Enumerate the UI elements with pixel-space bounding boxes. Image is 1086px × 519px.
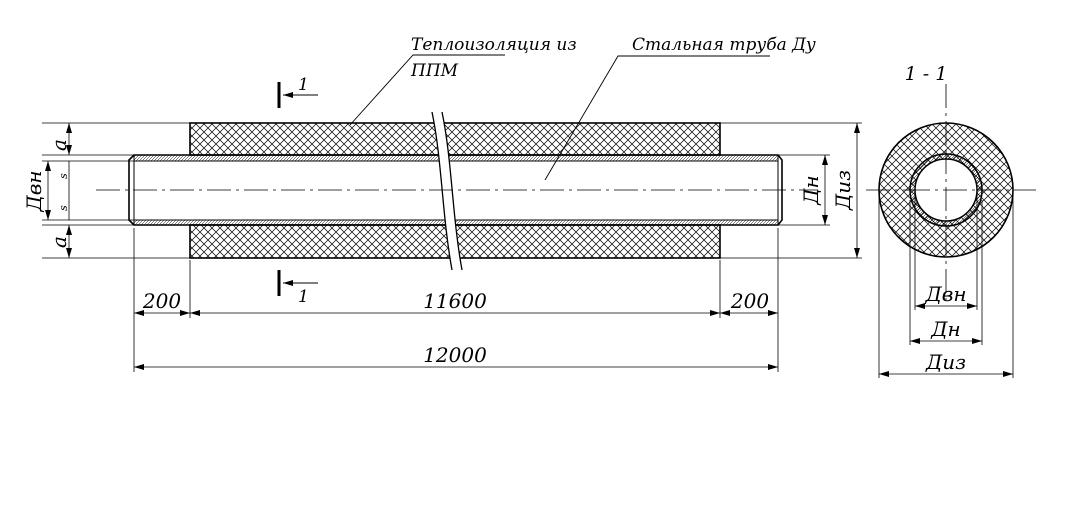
pipe-wall-top <box>133 154 779 162</box>
dim-s-bottom: s <box>57 205 70 211</box>
section-dim-d-inner: Двн <box>924 282 966 306</box>
dim-d-outer: Дн <box>799 175 823 205</box>
section-mark-top: 1 <box>298 75 309 95</box>
dim-d-inner: Двн <box>22 170 46 212</box>
section-view: 1 - 1 Двн Дн Диз <box>866 63 1036 378</box>
dim-right-end: 200 <box>730 289 769 313</box>
insulation-top <box>189 122 721 156</box>
main-view: 1 1 Теплоизоляция из ППМ Стальная труба … <box>22 35 862 372</box>
dim-a-top: a <box>47 139 71 151</box>
dim-middle: 11600 <box>423 289 487 313</box>
right-dimensions <box>720 122 862 259</box>
dim-a-bottom: a <box>47 236 71 248</box>
dim-left-end: 200 <box>142 289 181 313</box>
steel-pipe-label: Стальная труба Ду <box>632 35 816 55</box>
dim-s-top: s <box>57 173 70 179</box>
section-dim-d-outer: Дн <box>930 317 960 341</box>
horizontal-dimensions <box>133 228 779 372</box>
section-dim-d-insul: Диз <box>925 350 966 374</box>
section-title: 1 - 1 <box>905 63 948 85</box>
break-band <box>432 112 462 270</box>
dim-total: 12000 <box>423 343 487 367</box>
dim-d-insul: Диз <box>831 170 855 211</box>
section-mark-bottom: 1 <box>298 287 309 307</box>
left-dimensions <box>42 122 190 259</box>
insulation-label-line1: Теплоизоляция из <box>411 35 577 55</box>
insulation-label-line2: ППМ <box>410 61 459 81</box>
